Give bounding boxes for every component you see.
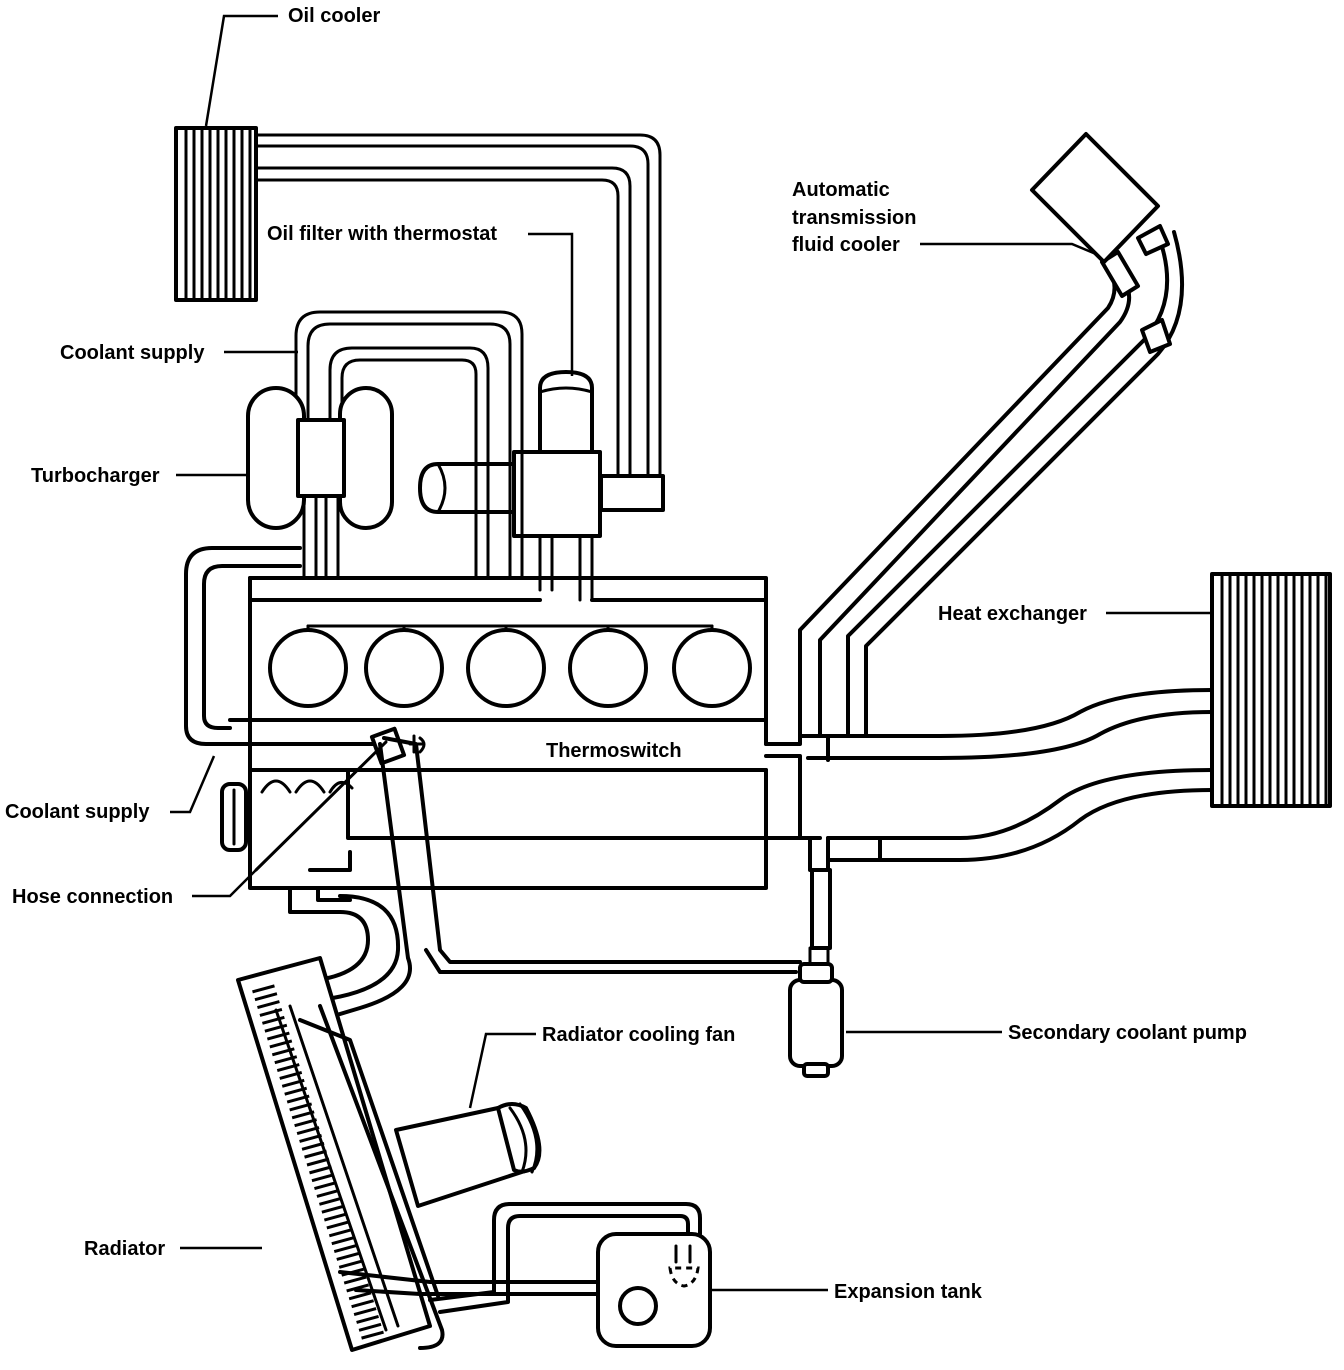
radiator-fin (336, 1251, 360, 1261)
hose-connection (254, 740, 388, 914)
radiator-fin (356, 1314, 379, 1324)
radiator-fin (353, 1307, 377, 1316)
labels: Oil cooler Oil filter with thermostat Au… (5, 5, 1247, 1303)
atf-cooler (1030, 132, 1160, 264)
label-radiator: Radiator (84, 1238, 165, 1260)
expansion-tank (338, 1202, 712, 1348)
radiator-fin (323, 1212, 347, 1222)
leader-lines (170, 14, 1212, 1292)
radiator-upper-hose (316, 894, 401, 1002)
label-atf-cooler-line-3: fluid cooler (792, 234, 900, 256)
radiator-fin (328, 1228, 352, 1238)
radiator-fin (351, 1299, 375, 1309)
radiator-fin (261, 1015, 285, 1025)
secondary-coolant-pump (788, 836, 844, 1078)
radiator-fin (259, 1008, 283, 1017)
radiator-fin (361, 1330, 384, 1340)
radiator-fin (264, 1023, 288, 1033)
radiator-fin (331, 1236, 355, 1246)
label-atf-cooler-line-2: transmission (792, 207, 916, 229)
radiator-fin (348, 1291, 372, 1301)
radiator-fin (314, 1181, 337, 1191)
radiator-fin (311, 1173, 335, 1183)
engine-cylinder (364, 628, 444, 708)
label-thermoswitch: Thermoswitch (546, 740, 682, 762)
label-oil-cooler: Oil cooler (288, 5, 380, 27)
left-coolant-supply-pipe (184, 546, 382, 746)
label-oil-filter-with-thermostat: Oil filter with thermostat (267, 223, 497, 245)
radiator-fin (326, 1220, 350, 1230)
oil-cooler (174, 126, 258, 302)
radiator-fin (321, 1204, 345, 1214)
turbocharger (246, 386, 394, 580)
radiator-fin (338, 1259, 362, 1269)
radiator-fin (257, 1000, 280, 1010)
radiator-fin (316, 1189, 340, 1198)
heat-exchanger-pipes (764, 688, 1214, 862)
label-heat-exchanger: Heat exchanger (938, 603, 1087, 625)
engine-cylinder (672, 628, 752, 708)
oil-cooler-lines (254, 133, 665, 512)
radiator-fin (309, 1165, 332, 1175)
pulley (220, 782, 248, 852)
radiator-fin (346, 1283, 370, 1293)
oil-filter-with-thermostat (418, 370, 602, 602)
radiator-cooling-fan (394, 1102, 542, 1208)
engine-cylinder (466, 628, 546, 708)
radiator-fin (343, 1275, 367, 1285)
radiator (236, 956, 445, 1352)
coolant-supply-lines (294, 310, 524, 580)
engine-block (228, 576, 822, 890)
label-atf-cooler-line-1: Automatic (792, 179, 890, 201)
radiator-fin (318, 1196, 342, 1206)
engine-cylinder (568, 628, 648, 708)
radiator-fin (358, 1322, 382, 1332)
radiator-fin (304, 1149, 327, 1159)
engine-cylinder (268, 628, 348, 708)
label-coolant-supply-top: Coolant supply (60, 342, 205, 364)
radiator-fin (306, 1157, 330, 1167)
radiator-fin (333, 1244, 357, 1254)
label-radiator-cooling-fan: Radiator cooling fan (542, 1024, 735, 1046)
radiator-fin (301, 1141, 325, 1151)
radiator-fin (252, 984, 275, 994)
label-expansion-tank: Expansion tank (834, 1281, 983, 1303)
label-hose-connection: Hose connection (12, 886, 173, 908)
heat-exchanger (1210, 572, 1332, 808)
label-coolant-supply-bottom: Coolant supply (5, 801, 150, 823)
radiator-fin (254, 992, 278, 1002)
radiator-return-hose (318, 736, 802, 1022)
label-turbocharger: Turbocharger (31, 465, 160, 487)
label-secondary-coolant-pump: Secondary coolant pump (1008, 1022, 1247, 1044)
atf-cooler-lines (798, 224, 1184, 738)
